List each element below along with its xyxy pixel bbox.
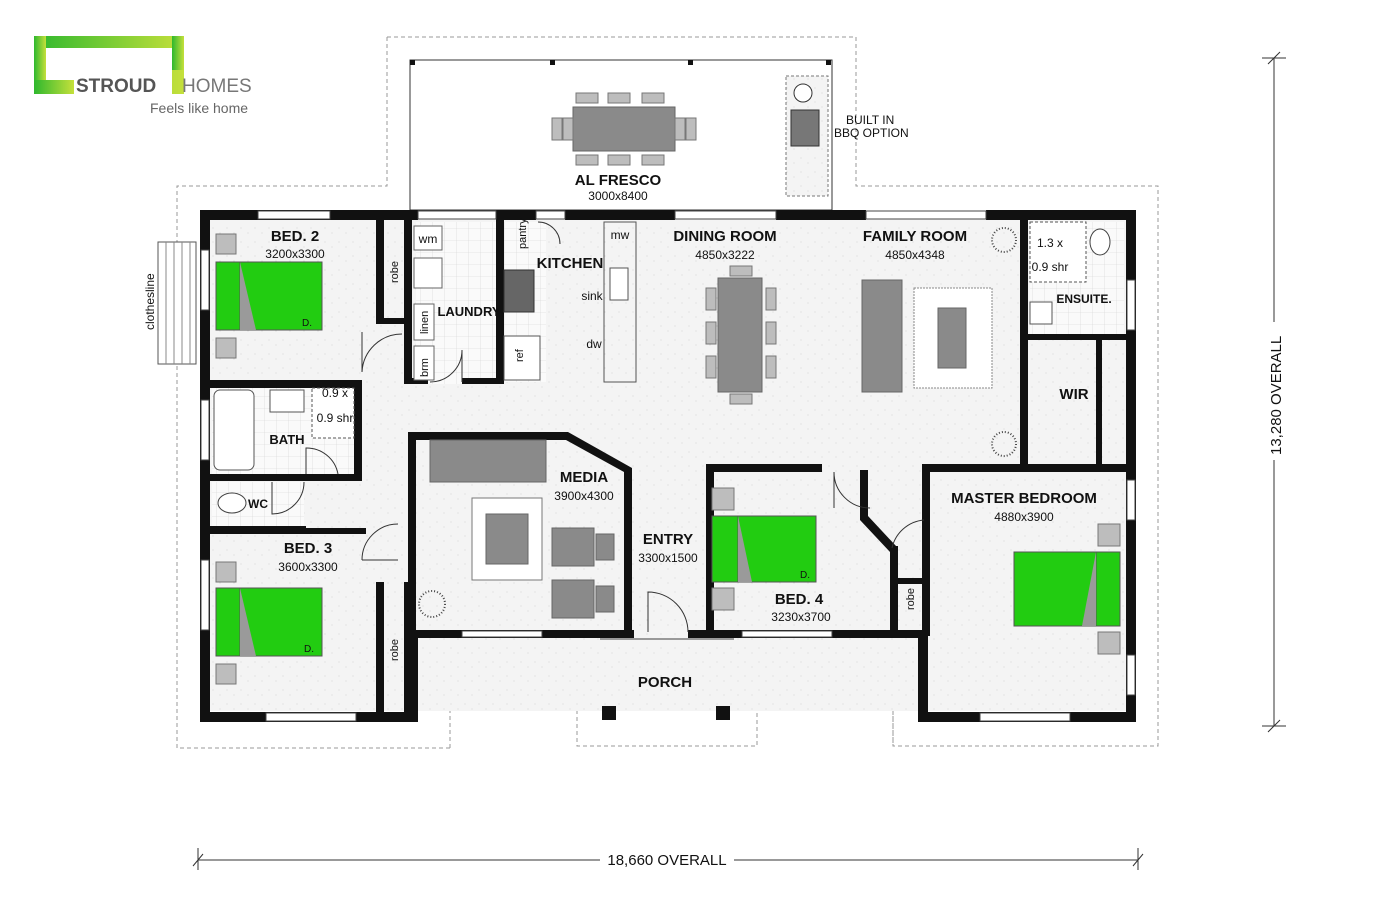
overall-depth-dimension: 13,280 OVERALL <box>1262 51 1286 733</box>
dining-furniture <box>705 265 777 405</box>
overall-depth-label: 13,280 OVERALL <box>1268 336 1285 455</box>
dining-name: DINING ROOM <box>673 228 776 245</box>
bbq-line2: BBQ OPTION <box>834 126 909 140</box>
ensuite-fixtures <box>1029 221 1111 325</box>
alfresco-area <box>409 59 833 211</box>
bed4-name: BED. 4 <box>775 591 824 608</box>
wc-toilet <box>217 492 247 514</box>
ensuite-name: ENSUITE. <box>1056 292 1111 306</box>
bed2-d-label: D. <box>302 318 312 329</box>
dining-dim: 4850x3222 <box>695 248 755 262</box>
kitchen-fixtures <box>503 221 637 383</box>
doors <box>271 221 925 633</box>
bbq-line1: BUILT IN <box>846 113 894 127</box>
mw-label: mw <box>611 228 630 242</box>
entry-dim: 3300x1500 <box>638 551 698 565</box>
wm-label: wm <box>418 232 438 246</box>
bed4-dim: 3230x3700 <box>771 610 831 624</box>
cooktop <box>503 269 535 313</box>
porch-name: PORCH <box>638 674 692 691</box>
family-table <box>937 307 967 369</box>
clothesline: clothesline <box>143 241 197 365</box>
bbq-grill <box>790 109 820 147</box>
ensuite-shower-line1: 1.3 x <box>1037 236 1063 250</box>
brand-logo: STROUD HOMES Feels like home <box>34 36 252 116</box>
bed3-robe-label: robe <box>389 639 401 661</box>
linen-label: linen <box>419 311 431 334</box>
bed4-d-label: D. <box>800 570 810 581</box>
bed3-bed <box>239 587 323 657</box>
room-labels: AL FRESCO 3000x8400 BUILT IN BBQ OPTION … <box>248 113 1112 691</box>
bed2-robe-label: robe <box>389 261 401 283</box>
bath-vanity <box>269 389 305 413</box>
bath-shower-line1: 0.9 x <box>322 386 348 400</box>
bath-shower <box>311 387 355 439</box>
alfresco-name: AL FRESCO <box>575 172 662 189</box>
dining-table <box>717 277 763 393</box>
bed3-d-label: D. <box>304 644 314 655</box>
bed2-bed <box>239 261 323 331</box>
media-table <box>485 513 529 565</box>
kitchen-island <box>603 221 637 383</box>
fixture-labels: wm pantry mw sink dw ref linen brm robe … <box>389 218 917 661</box>
brand-name-bold: STROUD <box>76 76 156 97</box>
sink-label: sink <box>581 289 603 303</box>
alfresco-dim: 3000x8400 <box>588 189 648 203</box>
bed4-bed <box>737 515 817 583</box>
media-sofa <box>429 439 547 483</box>
wir-name: WIR <box>1059 386 1088 403</box>
master-name: MASTER BEDROOM <box>951 490 1097 507</box>
plants <box>418 227 1017 618</box>
brm-label: brm <box>419 358 431 377</box>
alfresco-table <box>572 106 676 152</box>
bath-name: BATH <box>269 432 304 447</box>
master-furniture <box>1013 523 1121 655</box>
bed3-dim: 3600x3300 <box>278 560 338 574</box>
bath-fixtures <box>213 387 355 514</box>
porch-post-left <box>602 706 616 720</box>
windows <box>200 210 1136 722</box>
bbq-sink <box>793 83 813 103</box>
ref-label: ref <box>514 348 526 362</box>
brand-name-light: HOMES <box>182 76 252 97</box>
entry-name: ENTRY <box>643 531 693 548</box>
ensuite-vanity <box>1029 301 1053 325</box>
bed2-dim: 3200x3300 <box>265 247 325 261</box>
brand-tagline: Feels like home <box>150 100 248 116</box>
ensuite-toilet <box>1089 228 1111 256</box>
clothesline-label: clothesline <box>143 273 157 330</box>
bed4-furniture: D. <box>711 487 817 611</box>
master-bed <box>1013 551 1097 627</box>
family-name: FAMILY ROOM <box>863 228 967 245</box>
kitchen-name: KITCHEN <box>537 255 604 272</box>
bathtub <box>213 389 255 471</box>
overall-width-label: 18,660 OVERALL <box>607 852 726 869</box>
media-dim: 3900x4300 <box>554 489 614 503</box>
overall-width-dimension: 18,660 OVERALL <box>192 848 1144 870</box>
family-furniture <box>861 279 993 393</box>
bed2-name: BED. 2 <box>271 228 319 245</box>
bed4-robe-label: robe <box>905 588 917 610</box>
master-dim: 4880x3900 <box>994 510 1054 524</box>
family-sofa <box>861 279 903 393</box>
ensuite-shower-line2: 0.9 shr <box>1032 260 1069 274</box>
media-furniture <box>429 439 615 619</box>
bed2-furniture: D. <box>215 233 323 359</box>
media-name: MEDIA <box>560 469 609 486</box>
family-dim: 4850x4348 <box>885 248 945 262</box>
kitchen-sink <box>609 267 629 301</box>
bath-shower-line2: 0.9 shr <box>317 411 354 425</box>
laundry-name: LAUNDRY <box>437 304 500 319</box>
wc-name: WC <box>248 497 268 511</box>
bed3-furniture: D. <box>215 561 323 685</box>
pantry-label: pantry <box>517 218 529 249</box>
bed3-name: BED. 3 <box>284 540 332 557</box>
dw-label: dw <box>586 337 602 351</box>
porch-post-right <box>716 706 730 720</box>
